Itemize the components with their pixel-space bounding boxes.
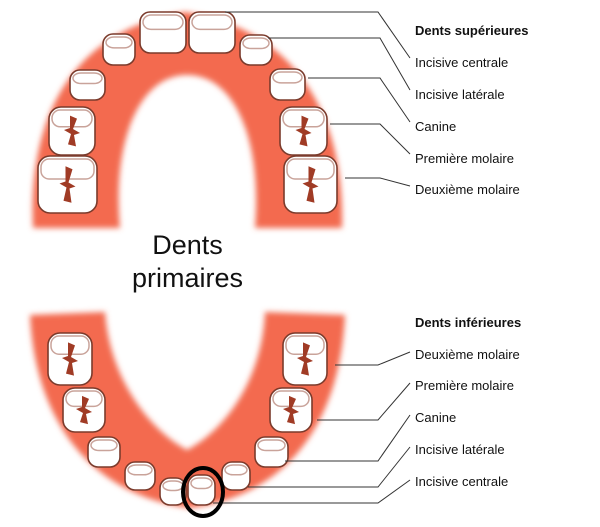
- label-lower-first-molar: Première molaire: [415, 378, 514, 393]
- fissure-mark: [283, 395, 299, 425]
- lower-heading: Dents inférieures: [415, 315, 522, 330]
- upper-lateral-incisor-right-tooth: [239, 34, 273, 66]
- upper-first-molar-left-tooth: [48, 106, 96, 156]
- leader-line: [308, 77, 411, 123]
- leader-line: [330, 123, 411, 155]
- title-line-2: primaires: [131, 263, 244, 293]
- leader-line: [225, 11, 411, 59]
- upper-heading: Dents supérieures: [415, 23, 529, 38]
- lower-second-molar-left-tooth: [47, 332, 93, 386]
- label-upper-first-molar: Première molaire: [415, 151, 514, 166]
- lower-second-molar-right-tooth: [282, 332, 328, 386]
- leader-line: [345, 177, 411, 187]
- upper-central-incisor-right-tooth: [188, 11, 236, 54]
- label-upper-lateral-incisor: Incisive latérale: [415, 87, 505, 102]
- fissure-mark: [76, 395, 92, 425]
- lower-first-molar-right-tooth: [269, 387, 313, 433]
- label-lower-canine: Canine: [415, 410, 457, 425]
- fissure-mark: [302, 166, 319, 203]
- fissure-mark: [297, 342, 313, 376]
- label-lower-central-incisor: Incisive centrale: [415, 474, 509, 489]
- upper-second-molar-left-tooth: [37, 155, 98, 214]
- diagram-title: Dents primaires: [95, 229, 280, 295]
- upper-gum: [32, 12, 343, 228]
- upper-canine-left-tooth: [69, 69, 106, 101]
- leader-line: [335, 351, 411, 366]
- leader-lines: [213, 11, 411, 504]
- lower-canine-right-tooth: [254, 436, 289, 468]
- upper-first-molar-right-tooth: [279, 106, 328, 156]
- lower-first-molar-left-tooth: [62, 387, 106, 433]
- upper-central-incisor-left-tooth: [139, 11, 187, 54]
- label-lower-second-molar: Deuxième molaire: [415, 347, 520, 362]
- fissure-mark: [62, 342, 78, 376]
- lower-canine-left-tooth: [87, 436, 121, 468]
- fissure-mark: [295, 115, 312, 147]
- leader-line: [213, 479, 411, 504]
- label-upper-second-molar: Deuxième molaire: [415, 182, 520, 197]
- highlight-circle: [181, 466, 225, 518]
- fissure-mark: [59, 166, 76, 203]
- title-line-1: Dents: [152, 230, 223, 260]
- fissure-mark: [64, 115, 80, 147]
- leader-line: [268, 37, 411, 91]
- label-upper-central-incisor: Incisive centrale: [415, 55, 509, 70]
- lower-central-incisor-right-tooth: [187, 474, 216, 506]
- upper-canine-right-tooth: [269, 68, 306, 101]
- leader-line: [285, 414, 411, 462]
- upper-lateral-incisor-left-tooth: [102, 33, 136, 66]
- label-upper-canine: Canine: [415, 119, 457, 134]
- lower-lateral-incisor-right-tooth: [221, 461, 251, 491]
- leader-line: [248, 446, 411, 488]
- leader-line: [317, 382, 411, 421]
- teeth-group: [37, 11, 338, 506]
- lower-lateral-incisor-left-tooth: [124, 461, 156, 491]
- lower-central-incisor-left-tooth: [159, 477, 187, 506]
- upper-second-molar-right-tooth: [283, 155, 338, 214]
- label-lower-lateral-incisor: Incisive latérale: [415, 442, 505, 457]
